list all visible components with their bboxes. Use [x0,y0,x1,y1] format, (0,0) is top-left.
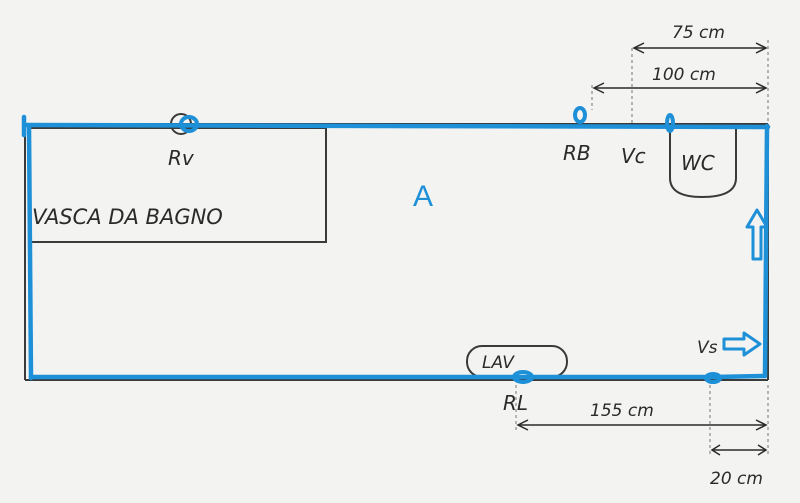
blue-line-right [762,123,770,379]
dim-75-arrow-left [632,42,645,54]
dim-100-label: 100 cm [652,65,716,85]
dim-75-label: 75 cm [672,23,725,43]
bathtub [30,127,327,243]
fitting-rb [573,106,587,124]
blue-line-bottom-right [711,373,768,380]
blue-line-top [23,122,771,130]
room-label-a: A [413,180,433,213]
label-rv: Rv [168,146,195,170]
fitting-vc [665,113,675,133]
bathtub-outline [30,127,327,243]
dim-20-arrow-right [757,444,768,456]
label-vs: Vs [697,338,718,358]
dimension-reference-lines [515,40,769,455]
blue-line-left [26,124,34,381]
sink-label: LAV [482,353,515,373]
arrow-up-icon [745,208,769,261]
bathtub-label: VASCA DA BAGNO [32,205,223,229]
dimension-lines [516,42,768,456]
dim-75-arrow-right [755,42,768,54]
blue-fittings [179,106,722,384]
label-vc: Vc [621,144,646,168]
blue-pipe-loop [21,114,771,381]
room-outline-pencil [24,123,769,381]
dim-155-arrow-left [516,419,529,431]
wc-label: WC [681,151,715,175]
arrow-right-icon [722,331,762,357]
fitting-vs [704,372,722,384]
dim-155-label: 155 cm [590,401,654,421]
dim-20-arrow-left [710,444,721,456]
label-rb: RB [563,141,591,165]
dim-155-arrow-right [755,419,768,431]
dim-100-arrow-left [592,82,605,94]
wc-outline [669,128,737,199]
dim-20-label: 20 cm [710,469,763,489]
dim-100-arrow-right [755,82,768,94]
fitting-rl [512,370,534,384]
label-rl: RL [503,391,528,415]
fitting-rv [179,115,199,133]
